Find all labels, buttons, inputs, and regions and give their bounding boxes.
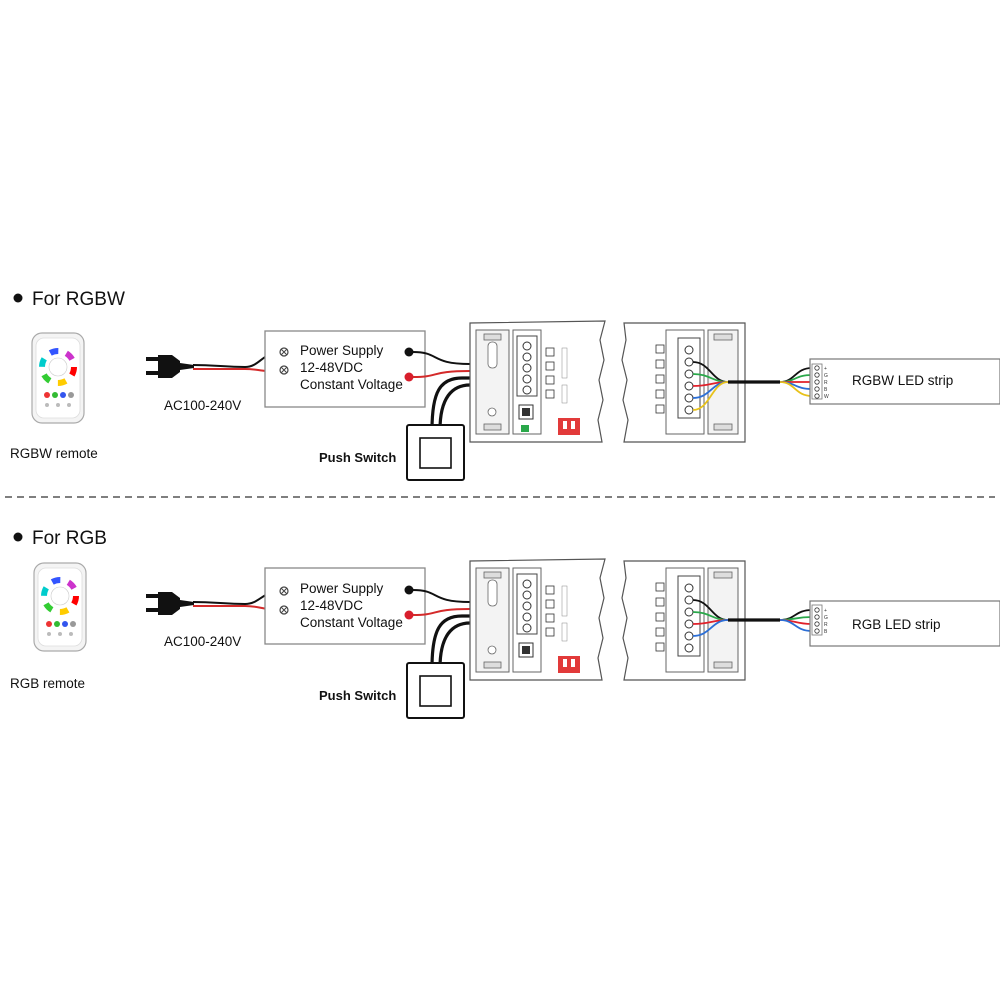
strip-label: RGB LED strip (852, 617, 941, 632)
color-wheel-icon (41, 577, 79, 615)
psu-line-3: Constant Voltage (300, 615, 403, 630)
plug-icon (146, 592, 194, 615)
remote-label: RGB remote (10, 676, 85, 691)
output-wires (692, 599, 813, 637)
strip-pin-label: W (824, 394, 829, 400)
positive-terminal-icon (404, 610, 414, 620)
power-supply: Power Supply 12-48VDC Constant Voltage (264, 567, 426, 645)
positive-terminal-icon (404, 372, 414, 382)
section-heading: For RGB (32, 528, 107, 549)
strip-label: RGBW LED strip (852, 373, 953, 388)
led-strip: + G R B W RGBW LED strip (809, 358, 1000, 405)
psu-line-2: 12-48VDC (300, 598, 363, 613)
dip-switch (558, 656, 580, 673)
strip-pin-label: R (824, 622, 828, 628)
push-switch-icon (406, 424, 465, 481)
negative-terminal-icon (404, 347, 414, 357)
remote-icon (31, 332, 85, 424)
strip-pin-label: G (824, 373, 828, 379)
ac-label: AC100-240V (164, 634, 241, 649)
color-wheel-icon (39, 348, 77, 386)
section-heading: For RGBW (32, 289, 125, 310)
remote-icon (33, 562, 87, 652)
section-rgb: For RGB RGB remote (10, 528, 1000, 719)
psu-line-2: 12-48VDC (300, 360, 363, 375)
strip-pin-label: B (824, 629, 828, 635)
strip-pin-label: + (824, 608, 827, 614)
negative-terminal-icon (404, 585, 414, 595)
push-switch-label: Push Switch (319, 450, 396, 465)
power-supply: Power Supply 12-48VDC Constant Voltage (264, 330, 426, 408)
strip-pin-label: + (824, 366, 827, 372)
led-strip: + G R B RGB LED strip (809, 600, 1000, 647)
plug-icon (146, 355, 194, 378)
strip-pin-label: B (824, 387, 828, 393)
controller-icon (469, 320, 606, 443)
controller-output-section (621, 560, 746, 681)
psu-line-1: Power Supply (300, 581, 384, 596)
dip-switch (558, 418, 580, 435)
strip-pin-label: G (824, 615, 828, 621)
section-rgbw: For RGBW RGBW remote (10, 289, 1000, 481)
controller-icon (469, 558, 606, 681)
push-switch-icon (406, 662, 465, 719)
indicator-led (521, 425, 529, 432)
remote-label: RGBW remote (10, 446, 98, 461)
bullet-icon (13, 293, 23, 303)
output-wires (692, 361, 813, 411)
psu-line-3: Constant Voltage (300, 377, 403, 392)
bullet-icon (13, 532, 23, 542)
push-switch-label: Push Switch (319, 688, 396, 703)
strip-pin-label: R (824, 380, 828, 386)
ac-label: AC100-240V (164, 398, 241, 413)
psu-line-1: Power Supply (300, 343, 384, 358)
